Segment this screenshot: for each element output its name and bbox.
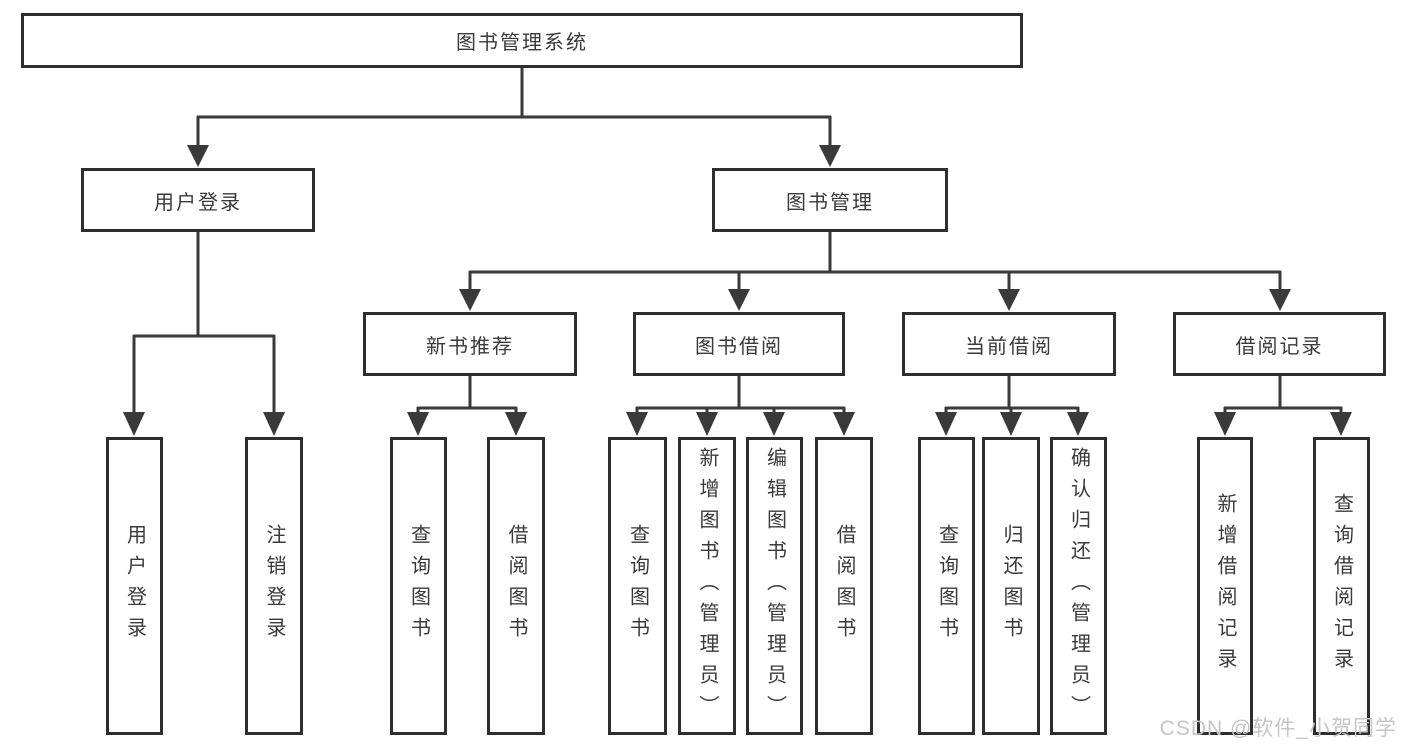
arrowhead-group bbox=[123, 145, 1352, 436]
leaf-borrow-books: 借阅图书 bbox=[815, 437, 873, 735]
leaf-label: 查询图书 bbox=[626, 524, 649, 648]
node-current-borrowing: 当前借阅 bbox=[902, 312, 1116, 376]
leaf-label: 新增借阅记录 bbox=[1214, 493, 1236, 679]
node-book-management: 图书管理 bbox=[712, 168, 948, 232]
leaf-label: 查询借阅记录 bbox=[1330, 493, 1353, 679]
leaf-label: 确认归还（管理员） bbox=[1067, 446, 1090, 726]
leaf-query-borrow-record: 查询借阅记录 bbox=[1313, 437, 1370, 735]
node-new-book-recommend: 新书推荐 bbox=[363, 312, 577, 376]
leaf-label: 编辑图书（管理员） bbox=[763, 446, 786, 726]
leaf-label: 用户登录 bbox=[123, 524, 146, 648]
leaf-logout: 注销登录 bbox=[245, 437, 303, 735]
leaf-label: 查询图书 bbox=[407, 524, 430, 648]
leaf-edit-books-admin: 编辑图书（管理员） bbox=[746, 437, 803, 735]
leaf-label: 归还图书 bbox=[1000, 524, 1022, 648]
leaf-query-books-borrow: 查询图书 bbox=[608, 437, 667, 735]
node-book-borrowing: 图书借阅 bbox=[633, 312, 845, 376]
leaf-borrow-books-recommend: 借阅图书 bbox=[487, 437, 545, 735]
leaf-query-books-current: 查询图书 bbox=[918, 437, 975, 735]
leaf-query-books-recommend: 查询图书 bbox=[390, 437, 447, 735]
leaf-label: 借阅图书 bbox=[833, 524, 855, 648]
leaf-add-borrow-record: 新增借阅记录 bbox=[1197, 437, 1253, 735]
node-borrowing-records: 借阅记录 bbox=[1173, 312, 1386, 376]
leaf-return-books: 归还图书 bbox=[982, 437, 1040, 735]
leaf-user-login: 用户登录 bbox=[106, 437, 163, 735]
leaf-label: 注销登录 bbox=[263, 524, 285, 648]
leaf-confirm-return-admin: 确认归还（管理员） bbox=[1050, 437, 1107, 735]
csdn-watermark: CSDN @软件_小贺同学 bbox=[1159, 717, 1397, 740]
leaf-label: 查询图书 bbox=[935, 524, 958, 648]
leaf-label: 借阅图书 bbox=[505, 524, 527, 648]
leaf-label: 新增图书（管理员） bbox=[696, 446, 718, 726]
node-root: 图书管理系统 bbox=[21, 13, 1023, 68]
node-user-login: 用户登录 bbox=[81, 168, 315, 232]
leaf-add-books-admin: 新增图书（管理员） bbox=[678, 437, 736, 735]
